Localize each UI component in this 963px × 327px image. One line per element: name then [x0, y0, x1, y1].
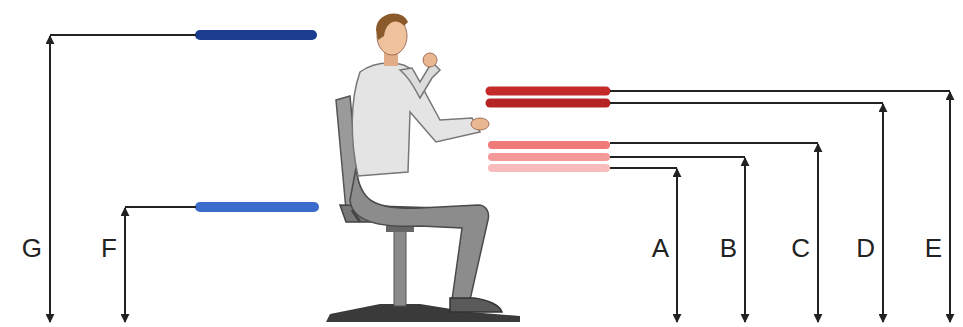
low-shelf — [200, 202, 314, 212]
work-surface — [492, 164, 606, 172]
dimension-letter: G — [20, 234, 44, 262]
dimension-letter: A — [650, 234, 671, 262]
dimension-letter: C — [789, 234, 812, 262]
high-shelf — [200, 30, 312, 40]
work-surface — [492, 153, 606, 161]
work-surface — [492, 141, 606, 149]
leader-lines — [50, 35, 950, 207]
dimension-letter: B — [718, 234, 739, 262]
work-surface — [490, 87, 606, 96]
dimension-arrows — [50, 36, 950, 322]
work-surface — [490, 99, 606, 108]
dimension-letter: D — [854, 234, 877, 262]
dimension-letter: F — [99, 234, 119, 262]
seated-person — [350, 14, 502, 312]
dimension-letter: E — [923, 234, 944, 262]
